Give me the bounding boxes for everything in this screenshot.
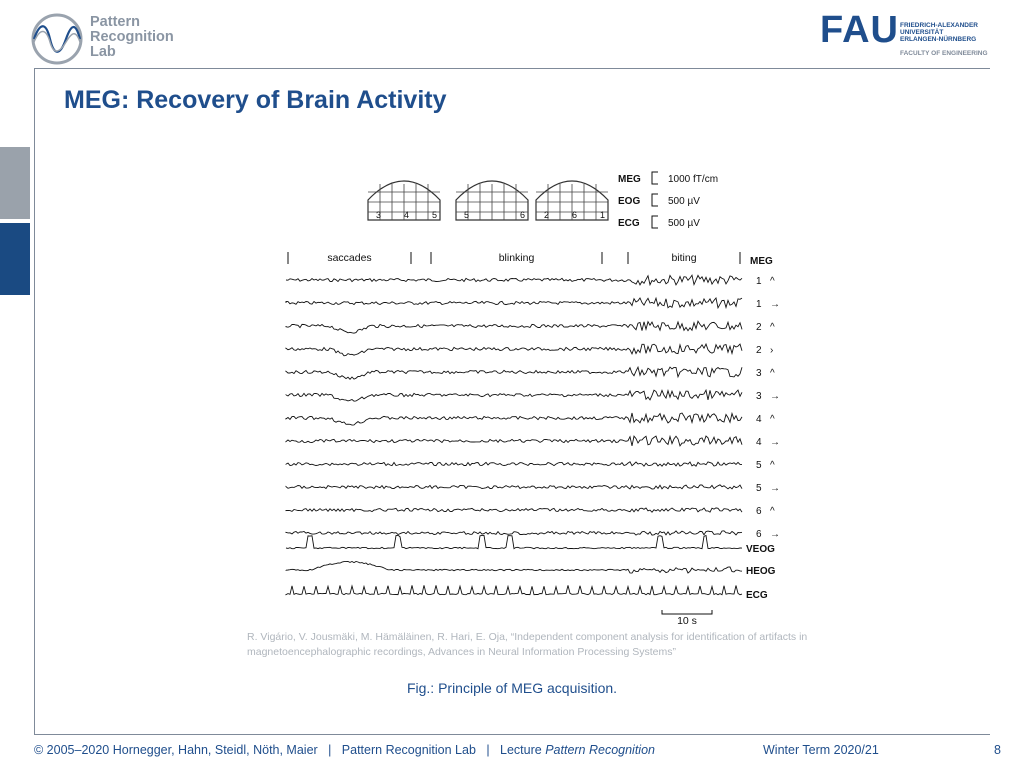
- page-number: 8: [994, 743, 1001, 757]
- helmet-sensor-number: 3: [376, 210, 381, 220]
- segment-label: blinking: [499, 252, 535, 264]
- footer-copyright: © 2005–2020 Hornegger, Hahn, Steidl, Nöt…: [34, 743, 318, 757]
- figure-caption: Fig.: Principle of MEG acquisition.: [406, 680, 618, 696]
- lab-name-line: Pattern: [90, 14, 140, 30]
- scale-bar: [651, 171, 658, 185]
- channel-direction: ›: [770, 345, 773, 356]
- channel-number: 2: [756, 322, 762, 333]
- scale-label: EOG: [618, 196, 640, 207]
- channel-number: 1: [756, 276, 762, 287]
- channel-direction: ^: [770, 368, 775, 379]
- figure-citation: R. Vigário, V. Jousmäki, M. Hämäläinen, …: [247, 631, 808, 658]
- channel-number: 4: [756, 414, 762, 425]
- fau-name-line: UNIVERSITÄT: [900, 29, 944, 36]
- lab-name-line: Lab: [90, 44, 116, 60]
- extra-channel-label: HEOG: [746, 566, 776, 577]
- meg-trace: [285, 296, 743, 310]
- meg-trace: [285, 484, 743, 490]
- footer-separator: |: [328, 743, 332, 757]
- fau-logo-letters: FAU: [820, 9, 899, 51]
- footer-term: Winter Term 2020/21: [763, 743, 879, 757]
- channel-direction: ^: [770, 506, 775, 517]
- footer-separator: |: [486, 743, 490, 757]
- channel-number: 3: [756, 368, 762, 379]
- helmet-sensor-number: 6: [520, 210, 525, 220]
- meg-trace: [285, 507, 743, 513]
- side-tab-gray: [0, 147, 30, 219]
- time-scale-bar: [661, 610, 713, 615]
- eog-ecg-trace: [285, 534, 743, 550]
- time-scale-label: 10 s: [677, 615, 697, 627]
- footer-lecture-prefix: Lecture: [500, 743, 542, 757]
- fau-faculty: FACULTY OF ENGINEERING: [900, 50, 988, 57]
- channel-direction: →: [770, 391, 780, 402]
- channel-direction: ^: [770, 322, 775, 333]
- fau-university-name: FRIEDRICH-ALEXANDER UNIVERSITÄT ERLANGEN…: [900, 22, 978, 43]
- channel-direction: →: [770, 437, 780, 448]
- meg-trace: [285, 434, 743, 447]
- pattern-recognition-lab-logo: [31, 13, 83, 65]
- channel-number: 5: [756, 483, 762, 494]
- scale-label: ECG: [618, 218, 640, 229]
- meg-trace: [285, 461, 742, 467]
- fau-name-line: ERLANGEN-NÜRNBERG: [900, 36, 977, 43]
- meg-trace: [285, 342, 743, 357]
- fau-logo: FAU FRIEDRICH-ALEXANDER UNIVERSITÄT ERLA…: [820, 9, 988, 57]
- eog-ecg-trace: [285, 584, 743, 596]
- channel-number: 5: [756, 460, 762, 471]
- scale-value: 500 µV: [668, 218, 700, 229]
- lab-name-line: Recognition: [90, 29, 174, 45]
- helmet-sensor-number: 1: [600, 210, 605, 220]
- channel-direction: ^: [770, 276, 775, 287]
- scale-label: MEG: [618, 174, 641, 185]
- fau-name-line: FRIEDRICH-ALEXANDER: [900, 22, 978, 29]
- channel-number: 2: [756, 345, 762, 356]
- scale-bar: [651, 193, 658, 207]
- footer-credits: © 2005–2020 Hornegger, Hahn, Steidl, Nöt…: [34, 743, 655, 757]
- lab-name: Pattern Recognition Lab: [90, 15, 174, 60]
- slide-title: MEG: Recovery of Brain Activity: [64, 86, 447, 114]
- eog-ecg-trace: [285, 560, 743, 574]
- channel-number: 6: [756, 529, 762, 540]
- channel-number: 1: [756, 299, 762, 310]
- segment-label: biting: [671, 252, 696, 264]
- meg-trace: [285, 388, 743, 402]
- helmet-sensor-number: 5: [464, 210, 469, 220]
- meg-trace: [285, 530, 743, 536]
- meg-trace: [285, 320, 743, 334]
- helmet-sensor-number: 5: [432, 210, 437, 220]
- extra-channel-label: VEOG: [746, 544, 775, 555]
- footer-lab: Pattern Recognition Lab: [341, 743, 476, 757]
- scale-bar: [651, 215, 658, 229]
- channel-direction: ^: [770, 414, 775, 425]
- helmet-sensor-number: 2: [544, 210, 549, 220]
- meg-trace: [285, 365, 743, 380]
- side-tab-blue: [0, 223, 30, 295]
- helmet-sensor-number: 6: [572, 210, 577, 220]
- segment-label: saccades: [327, 252, 371, 264]
- extra-channel-label: ECG: [746, 590, 768, 601]
- channel-direction: ^: [770, 460, 775, 471]
- channel-direction: →: [770, 529, 780, 540]
- channel-number: 6: [756, 506, 762, 517]
- meg-trace: [285, 411, 743, 426]
- content-frame: [34, 68, 990, 735]
- helmet-sensor-number: 4: [404, 210, 409, 220]
- channel-number: 4: [756, 437, 762, 448]
- footer-lecture-name: Pattern Recognition: [545, 743, 655, 757]
- scale-value: 1000 fT/cm: [668, 174, 718, 185]
- channel-number: 3: [756, 391, 762, 402]
- meg-trace: [285, 274, 743, 287]
- channel-header: MEG: [750, 256, 773, 267]
- channel-direction: →: [770, 483, 780, 494]
- channel-direction: →: [770, 299, 780, 310]
- scale-value: 500 µV: [668, 196, 700, 207]
